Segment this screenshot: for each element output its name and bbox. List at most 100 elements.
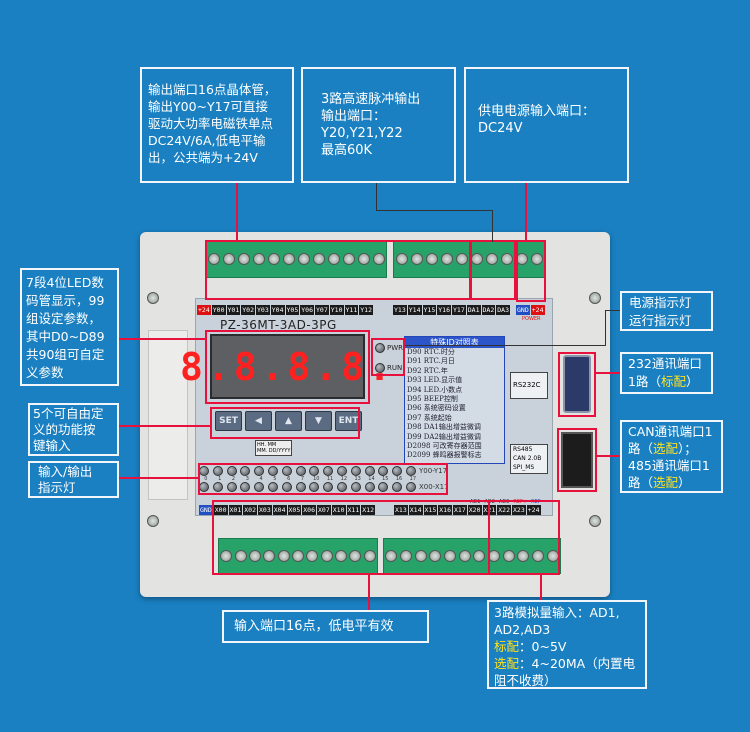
indicator-led: [254, 466, 265, 476]
highlight-power-terminals: [516, 240, 546, 302]
panel-label: D99 DA2输出增益微调: [407, 432, 481, 441]
indicator-led: [405, 466, 416, 476]
indicator-led: [323, 482, 334, 492]
panel-label: 16: [395, 476, 403, 482]
left-key[interactable]: ◀: [245, 411, 272, 431]
indicator-led: [240, 466, 251, 476]
callout-analog-input: 3路模拟量输入：AD1,AD2,AD3 标配：0~5V 选配：4~20MA（内置…: [487, 600, 647, 689]
indicator-led: [350, 466, 361, 476]
function-keys: SET ◀ ▲ ▼ ENT: [215, 411, 362, 431]
indicator-led: [309, 466, 320, 476]
terminal-screw: [395, 253, 408, 265]
panel-label: X00: [213, 505, 228, 515]
panel-label: X13: [394, 505, 408, 515]
indicator-led: [226, 482, 237, 492]
row-label-x: X00-X17: [419, 483, 449, 491]
panel-label: 1: [218, 476, 222, 482]
panel-label: DA2: [481, 305, 496, 315]
panel-label: AD1: [470, 499, 481, 505]
db9-connector[interactable]: [563, 355, 591, 413]
indicator-led: [378, 482, 389, 492]
indicator-led: [295, 482, 306, 492]
battery-cover: [148, 330, 188, 500]
row-label-y: Y00-Y17: [419, 467, 448, 475]
panel-label: 7: [300, 476, 305, 482]
panel-label: X17: [453, 505, 467, 515]
rs232-label: RS232C: [510, 372, 548, 399]
indicator-led: [212, 466, 223, 476]
callout-line: [525, 183, 527, 241]
indicator-led: [267, 466, 278, 476]
terminal-screw: [312, 253, 325, 265]
callout-line: [376, 210, 492, 211]
panel-label: Y17: [452, 305, 466, 315]
callout-line: [118, 338, 206, 340]
terminal-screw: [357, 253, 370, 265]
highlight-io-leds: [198, 463, 448, 495]
indicator-led: [240, 482, 251, 492]
highlight-rs232: [558, 352, 596, 417]
panel-label: X03: [258, 505, 272, 515]
callout-input-port: 输入端口16点，低电平有效: [222, 610, 429, 643]
can-connector[interactable]: [561, 432, 593, 488]
indicator-led: [405, 482, 416, 492]
highlight-status-leds: [371, 338, 405, 376]
indicator-led: [267, 482, 278, 492]
terminal-screw: [455, 253, 468, 265]
set-key[interactable]: SET: [215, 411, 242, 431]
terminal-screw: [222, 253, 235, 265]
callout-can-485: CAN通讯端口1路（选配）； 485通讯端口1路（选配）: [620, 420, 723, 493]
callout-line: [492, 210, 493, 242]
panel-label: X23: [512, 505, 526, 515]
terminal-screw: [248, 550, 261, 562]
terminal-screw: [440, 253, 453, 265]
panel-label: Y05: [285, 305, 300, 315]
panel-label: X02: [243, 505, 257, 515]
indicator-led: [392, 482, 403, 492]
panel-label: +24: [530, 305, 545, 315]
panel-label: D92 RTC.年: [407, 366, 448, 375]
up-key[interactable]: ▲: [275, 411, 302, 431]
callout-line: [376, 183, 377, 211]
terminal-screw: [342, 253, 355, 265]
terminal-screw: [429, 550, 442, 562]
indicator-led: [254, 482, 265, 492]
terminal-screw: [372, 253, 385, 265]
indicator-led: [336, 482, 347, 492]
terminal-screw: [147, 515, 159, 527]
panel-label: X01: [228, 505, 243, 515]
panel-label: D2098 可改寄存器范围: [407, 442, 482, 451]
down-key[interactable]: ▼: [305, 411, 332, 431]
panel-label: Y07: [315, 305, 329, 315]
callout-power-input: 供电电源输入端口：DC24V: [464, 67, 629, 183]
panel-label: 17: [409, 476, 417, 482]
indicator-led: [350, 482, 361, 492]
run-label: RUN: [387, 364, 403, 372]
run-led: [375, 363, 385, 373]
output-leds: [199, 466, 416, 476]
panel-label: D95 BEEP控制: [407, 395, 458, 404]
highlight-can: [557, 428, 597, 492]
panel-label: 14: [368, 476, 375, 482]
panel-label: +24: [526, 505, 541, 515]
callout-line: [597, 455, 621, 457]
callout-line: [596, 372, 621, 374]
callout-line: [605, 310, 621, 311]
panel-label: X11: [346, 505, 361, 515]
panel-label: 5: [273, 476, 277, 482]
indicator-led: [336, 466, 347, 476]
terminal-screw: [349, 550, 362, 562]
panel-label: X20: [467, 505, 482, 515]
terminal-screw: [458, 550, 471, 562]
panel-label: Y04: [270, 305, 285, 315]
indicator-led: [281, 466, 292, 476]
ent-key[interactable]: ENT: [335, 411, 362, 431]
indicator-led: [323, 466, 334, 476]
